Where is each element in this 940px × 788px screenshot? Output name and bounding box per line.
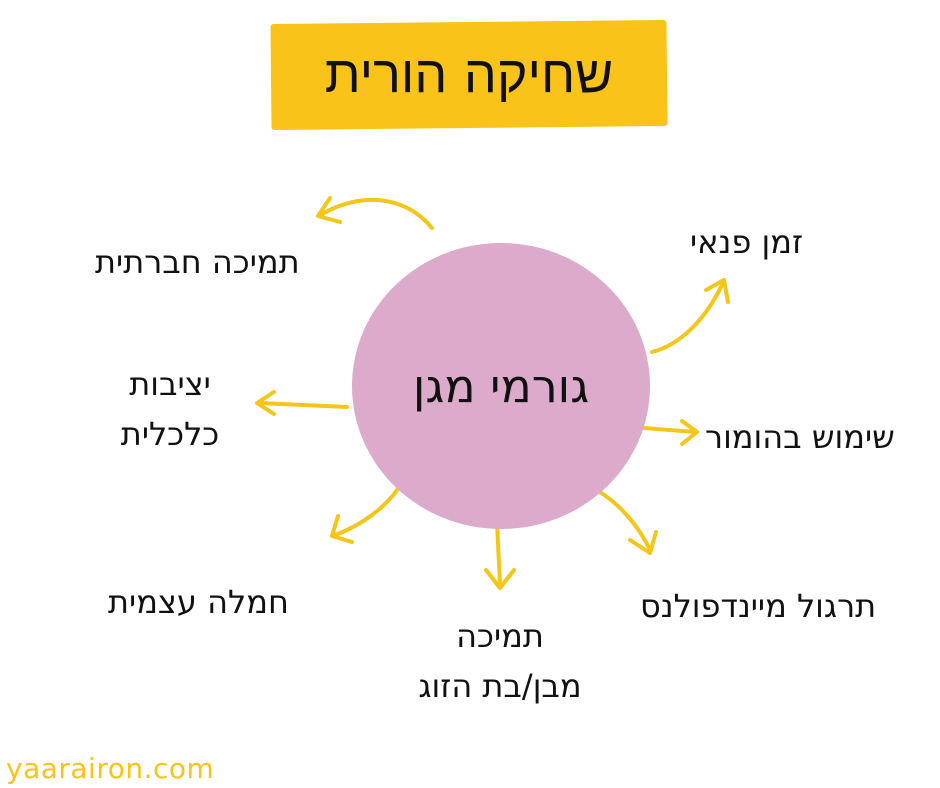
page-title: שחיקה הורית: [324, 45, 614, 105]
label-personal-time: זמן פנאי: [690, 223, 804, 261]
arrow-social-support: [320, 197, 434, 230]
arrowhead-partner-support: [484, 568, 516, 590]
label-partner-support: תמיכה מבן/בת הזוג: [418, 617, 582, 705]
arrow-personal-time: [650, 283, 724, 354]
arrow-economic-stability: [258, 401, 349, 409]
arrowhead-humor: [680, 419, 699, 446]
center-label: גורמי מגן: [412, 359, 590, 413]
footer-url: yaarairon.com: [6, 752, 215, 785]
label-mindfulness: תרגול מיינדפולנס: [640, 587, 877, 625]
label-self-compassion: חמלה עצמית: [108, 583, 289, 621]
arrowhead-economic-stability: [255, 390, 276, 416]
arrowhead-social-support: [316, 196, 342, 224]
arrow-partner-support: [495, 520, 502, 587]
arrow-self-compassion: [333, 484, 402, 537]
arrowhead-self-compassion: [330, 514, 354, 544]
label-economic-stability: יציבות כלכלית: [120, 365, 220, 453]
label-humor: שימוש בהומור: [705, 418, 895, 456]
arrowhead-mindfulness: [628, 530, 658, 555]
label-social-support: תמיכה חברתית: [95, 243, 300, 281]
arrowhead-personal-time: [704, 278, 730, 304]
center-circle: [352, 243, 650, 529]
arrow-humor: [642, 426, 697, 434]
arrow-mindfulness: [598, 490, 652, 552]
